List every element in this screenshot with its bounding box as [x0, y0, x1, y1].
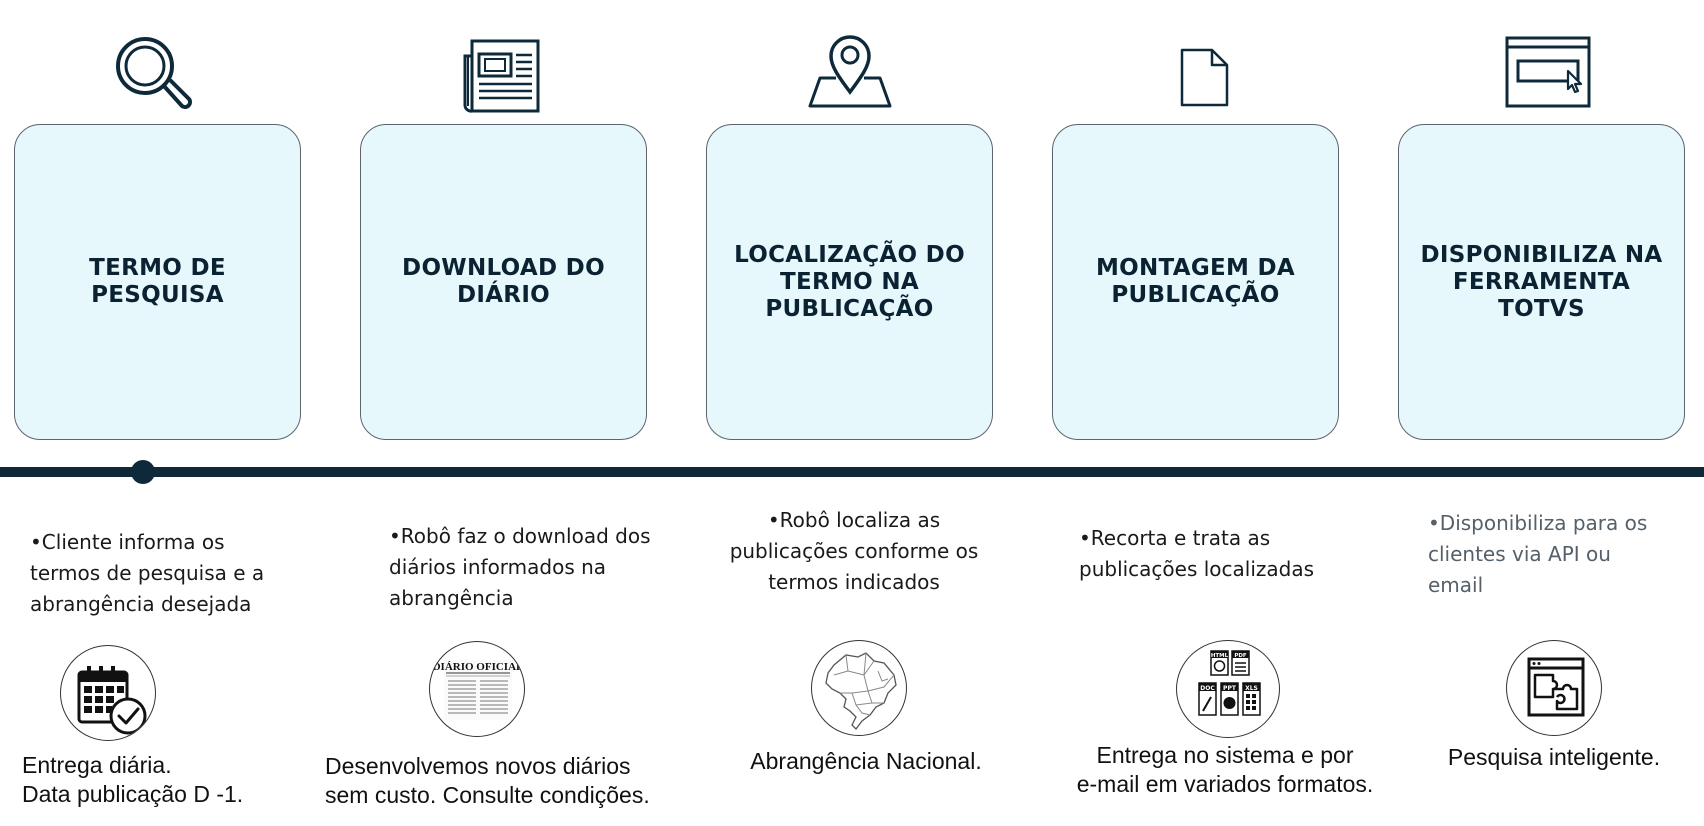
calendar-check-icon	[60, 645, 156, 741]
newspaper-diario-oficial-icon: DIÁRIO OFICIAL	[429, 641, 525, 737]
step-title: DISPONIBILIZA NA FERRAMENTA TOTVS	[1420, 241, 1663, 322]
step-card-disponibiliza-na-ferramenta: DISPONIBILIZA NA FERRAMENTA TOTVS	[1398, 124, 1685, 440]
file-formats-icon: HTML PDF DOC PPT XLS	[1176, 640, 1280, 738]
step-caption: Pesquisa inteligente.	[1447, 744, 1661, 770]
step-title: LOCALIZAÇÃO DO TERMO NA PUBLICAÇÃO	[734, 241, 965, 322]
diario-oficial-label: DIÁRIO OFICIAL	[433, 661, 524, 673]
browser-click-icon	[1505, 36, 1591, 108]
step-caption: Abrangência Nacional.	[750, 748, 982, 774]
step-title: DOWNLOAD DO DIÁRIO	[402, 255, 605, 308]
step-caption: Entrega no sistema e por e-mail em varia…	[1076, 742, 1374, 797]
format-label-pdf: PDF	[1234, 653, 1247, 659]
document-icon	[1180, 48, 1229, 107]
step-description: •Robô localiza as publicações conforme o…	[729, 508, 979, 594]
step-card-termo-de-pesquisa: TERMO DE PESQUISA	[14, 124, 301, 440]
search-icon	[116, 37, 192, 109]
timeline-marker	[131, 460, 155, 484]
step-caption: Entrega diária. Data publicação D -1.	[22, 752, 244, 807]
format-label-html: HTML	[1211, 653, 1229, 659]
step-description: •Disponibiliza para os clientes via API …	[1428, 511, 1648, 597]
step-title: TERMO DE PESQUISA	[89, 255, 226, 308]
newspaper-icon	[463, 39, 540, 113]
timeline-bar	[0, 467, 1704, 477]
format-label-xls: XLS	[1245, 685, 1258, 692]
map-pin-icon	[808, 35, 892, 108]
step-card-download-do-diario: DOWNLOAD DO DIÁRIO	[360, 124, 647, 440]
step-description: •Robô faz o download dos diários informa…	[389, 524, 651, 610]
brazil-map-icon	[811, 640, 907, 736]
format-label-ppt: PPT	[1223, 685, 1237, 692]
format-label-doc: DOC	[1200, 685, 1215, 692]
step-caption: Desenvolvemos novos diários sem custo. C…	[325, 753, 650, 808]
step-description: •Recorta e trata as publicações localiza…	[1079, 526, 1315, 581]
step-title: MONTAGEM DA PUBLICAÇÃO	[1095, 255, 1296, 308]
browser-puzzle-icon	[1506, 640, 1602, 736]
step-description: •Cliente informa os termos de pesquisa e…	[30, 530, 265, 616]
step-card-localizacao-do-termo: LOCALIZAÇÃO DO TERMO NA PUBLICAÇÃO	[706, 124, 993, 440]
step-card-montagem-da-publicacao: MONTAGEM DA PUBLICAÇÃO	[1052, 124, 1339, 440]
